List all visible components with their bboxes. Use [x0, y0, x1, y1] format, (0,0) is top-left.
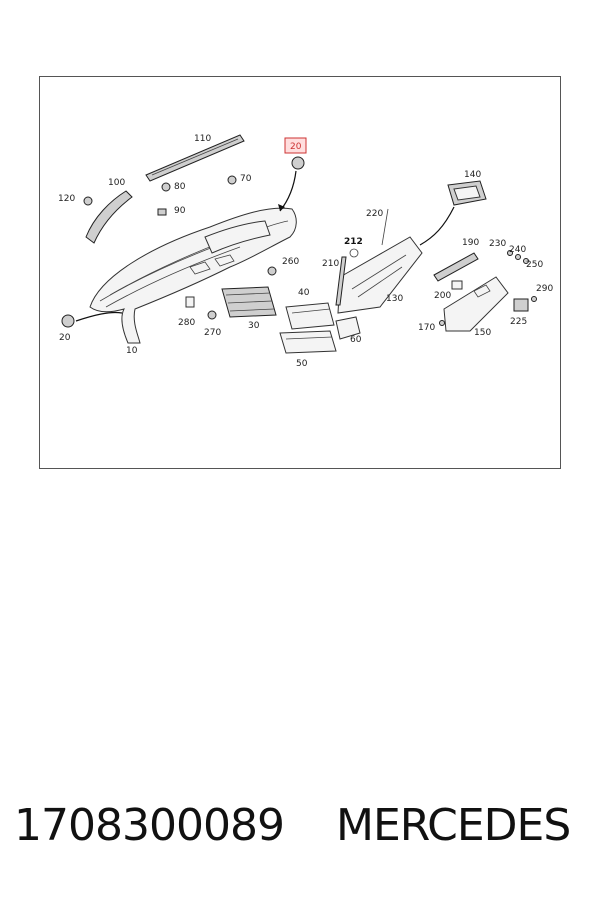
parts-diagram-frame: 110 20 80 70 100 120 90 140 220 212 190 …: [39, 76, 561, 469]
brand-name: MERCEDES: [336, 800, 571, 851]
label-130: 130: [386, 294, 403, 304]
clip-part-200: [451, 280, 463, 290]
dashboard-part-10: [89, 207, 297, 344]
label-150: 150: [474, 328, 491, 338]
label-20-highlight: 20: [290, 142, 302, 152]
screw-part-260: [267, 266, 277, 276]
rail-part-190: [433, 252, 479, 282]
label-10: 10: [126, 346, 138, 356]
label-80: 80: [174, 182, 186, 192]
screw-part-250: [523, 258, 529, 264]
grommet-part-20-left: [61, 314, 75, 328]
arrowhead-20-top: [278, 204, 285, 211]
bracket-part-50: [279, 330, 337, 354]
clip-part-120: [83, 196, 93, 206]
label-50: 50: [296, 359, 308, 369]
label-240: 240: [509, 245, 526, 255]
duct-part-30: [221, 286, 277, 318]
strut-part-210: [335, 256, 347, 306]
label-210: 210: [322, 259, 339, 269]
label-60: 60: [350, 335, 362, 345]
bracket-part-40: [285, 302, 335, 330]
footer: 1708300089 MERCEDES: [0, 800, 600, 860]
cover-part-150: [443, 276, 509, 332]
label-250: 250: [526, 260, 543, 270]
clip-part-90: [157, 208, 167, 216]
vent-box-part-140: [447, 180, 487, 206]
clip-part-280: [185, 296, 195, 308]
label-120: 120: [58, 194, 75, 204]
label-220: 220: [366, 209, 383, 219]
label-290: 290: [536, 284, 553, 294]
arrow-20-left: [75, 311, 123, 322]
label-70: 70: [240, 174, 252, 184]
label-200: 200: [434, 291, 451, 301]
label-170: 170: [418, 323, 435, 333]
clip-part-80: [161, 182, 171, 192]
arrow-140: [419, 206, 455, 246]
label-140: 140: [464, 170, 481, 180]
label-260: 260: [282, 257, 299, 267]
glovebox-part-130: [337, 236, 423, 314]
label-40: 40: [298, 288, 310, 298]
screw-part-230: [507, 250, 513, 256]
clip-part-70: [227, 175, 237, 185]
label-90: 90: [174, 206, 186, 216]
label-230: 230: [489, 239, 506, 249]
screw-part-220: [381, 208, 389, 246]
grommet-part-20-top: [291, 156, 305, 170]
screw-part-270: [207, 310, 217, 320]
exploded-parts-diagram: 110 20 80 70 100 120 90 140 220 212 190 …: [58, 134, 553, 369]
bracket-part-60: [335, 316, 361, 340]
label-20-left: 20: [59, 333, 71, 343]
screw-part-290: [531, 296, 537, 302]
screw-part-240: [515, 254, 521, 260]
label-212: 212: [344, 237, 363, 247]
label-225: 225: [510, 317, 527, 327]
label-30: 30: [248, 321, 260, 331]
highlight-box-20: [284, 137, 307, 154]
nut-part-212: [349, 248, 359, 258]
switch-part-225: [513, 298, 529, 312]
label-190: 190: [462, 238, 479, 248]
arrow-20-top: [279, 170, 297, 212]
side-vent-part-100: [85, 190, 133, 244]
label-110: 110: [194, 134, 211, 144]
screw-part-170: [439, 320, 445, 326]
label-100: 100: [108, 178, 125, 188]
label-270: 270: [204, 328, 221, 338]
label-280: 280: [178, 318, 195, 328]
part-number: 1708300089: [14, 800, 285, 851]
defroster-vent-part-110: [145, 134, 245, 182]
